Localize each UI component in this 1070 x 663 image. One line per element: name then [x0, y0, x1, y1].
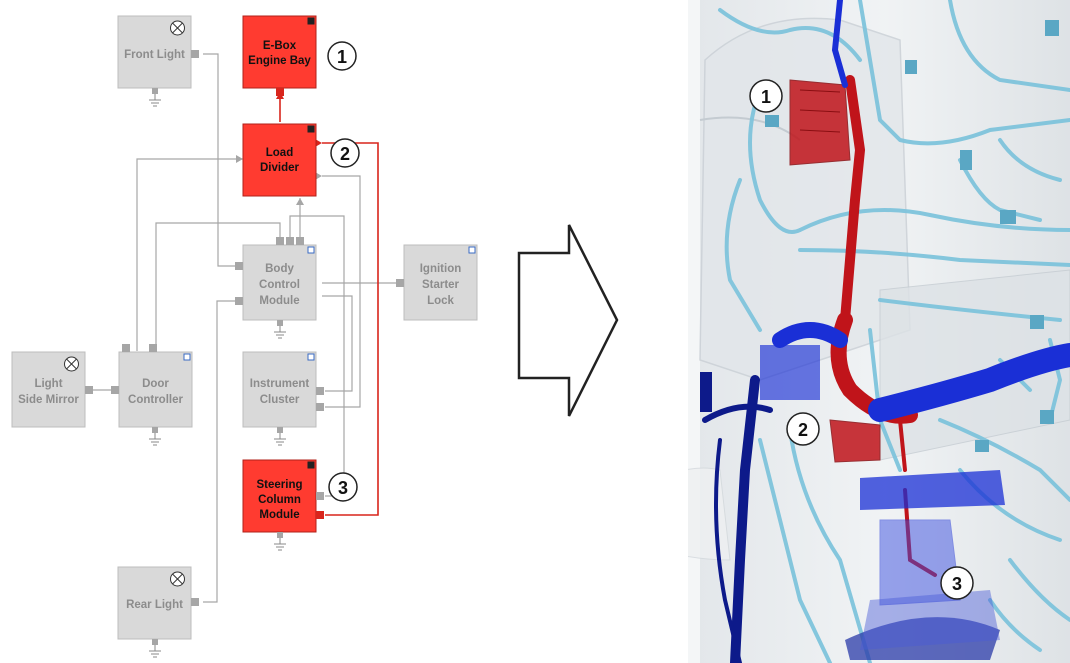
- module-label: Body: [265, 263, 294, 275]
- connector-port: [316, 403, 324, 411]
- callout-1: 1: [327, 41, 357, 71]
- signal-wires: [90, 53, 400, 603]
- module-label: Instrument: [250, 378, 310, 390]
- module-box: [118, 351, 193, 428]
- module-front-light: Front Light: [117, 15, 199, 107]
- callout-3-label: 3: [338, 478, 348, 498]
- render-callout-1-label: 1: [761, 87, 771, 107]
- module-label: Front Light: [124, 49, 185, 61]
- right-arrow-icon: [517, 224, 619, 417]
- module-label: Light: [34, 378, 62, 390]
- key-icon: [468, 246, 476, 254]
- module-label: Divider: [260, 162, 300, 174]
- ecu-icon: [307, 246, 315, 254]
- connector-port: [235, 297, 243, 305]
- callout-1-label: 1: [337, 47, 347, 67]
- render-callout-2: 2: [786, 412, 820, 446]
- connector-port: [316, 511, 324, 519]
- render-callout-2-label: 2: [798, 420, 808, 440]
- fuse-icon: [307, 125, 315, 133]
- callout-2: 2: [330, 138, 360, 168]
- callout-2-label: 2: [340, 144, 350, 164]
- module-box: [117, 15, 192, 89]
- module-label: Column: [258, 494, 301, 506]
- ground-icon: [148, 438, 162, 446]
- fuse-icon: [307, 17, 315, 25]
- ecu-icon: [183, 353, 191, 361]
- render-callout-1: 1: [749, 79, 783, 113]
- connector-port: [235, 262, 243, 270]
- lamp-icon: [170, 571, 185, 587]
- render-callout-3: 3: [940, 566, 974, 600]
- module-box: [242, 351, 317, 428]
- harness-3d-render: 1 2 3: [688, 0, 1070, 663]
- connector-port: [396, 279, 404, 287]
- module-label: Side Mirror: [18, 394, 79, 406]
- ground-icon: [148, 650, 162, 658]
- connector-port: [85, 386, 93, 394]
- connector-port: [111, 386, 119, 394]
- module-label: Door: [142, 378, 169, 390]
- ground-icon: [148, 99, 162, 107]
- module-box: [242, 15, 317, 89]
- connector-port: [276, 237, 284, 245]
- ecu-icon: [307, 461, 315, 469]
- connector-port: [191, 598, 199, 606]
- module-label: Controller: [128, 394, 183, 406]
- module-label: Steering: [256, 479, 302, 491]
- module-label: Rear Light: [126, 599, 183, 611]
- connector-port: [149, 344, 157, 352]
- module-box: [242, 459, 317, 533]
- module-label: Lock: [427, 295, 454, 307]
- connector-port: [191, 50, 199, 58]
- module-label: Ignition: [420, 263, 462, 275]
- module-label: Engine Bay: [248, 55, 311, 67]
- callout-3: 3: [328, 472, 358, 502]
- ecu-icon: [307, 353, 315, 361]
- connector-port: [276, 88, 284, 96]
- ground-icon: [273, 543, 287, 551]
- module-label: E-Box: [263, 40, 297, 52]
- lamp-icon: [170, 20, 185, 36]
- ground-icon: [273, 331, 287, 339]
- connector-port: [296, 237, 304, 245]
- connector-port: [122, 344, 130, 352]
- module-label: Control: [259, 279, 300, 291]
- connector-port: [316, 492, 324, 500]
- module-label: Load: [266, 147, 293, 159]
- module-label: Cluster: [260, 394, 300, 406]
- module-label: Module: [259, 509, 299, 521]
- module-box: [242, 123, 317, 197]
- ground-icon: [273, 438, 287, 446]
- connector-port: [286, 237, 294, 245]
- connector-port: [316, 387, 324, 395]
- module-rear-light: Rear Light: [117, 566, 199, 658]
- lamp-icon: [64, 356, 79, 372]
- module-label: Starter: [422, 279, 460, 291]
- render-callout-3-label: 3: [952, 574, 962, 594]
- module-label: Module: [259, 295, 299, 307]
